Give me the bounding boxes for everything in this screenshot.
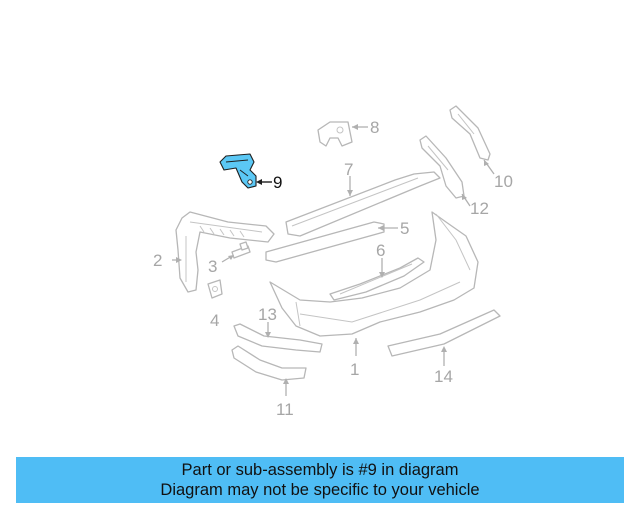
part-7-reinforcement: 7 (285, 160, 441, 237)
part-4-clip: 4 (207, 279, 223, 330)
callout-5: 5 (400, 219, 409, 238)
part-2-left-absorber: 2 (153, 211, 275, 293)
callout-3: 3 (208, 257, 217, 276)
callout-11: 11 (276, 400, 294, 419)
info-banner: Part or sub-assembly is #9 in diagram Di… (16, 457, 624, 503)
callout-13: 13 (258, 305, 277, 324)
part-10-side-bracket: 10 (449, 105, 513, 191)
callout-12: 12 (470, 199, 489, 218)
part-8-bracket: 8 (317, 118, 379, 147)
parts-diagram: 8 7 5 10 12 2 (153, 105, 513, 419)
part-6-trim-strip: 6 (329, 241, 425, 301)
callout-2: 2 (153, 251, 162, 270)
part-5-absorber: 5 (265, 219, 409, 263)
part-13-lower-molding: 13 (233, 305, 323, 353)
part-14-valance: 14 (387, 309, 501, 386)
part-1-bumper-cover: 1 (269, 211, 479, 379)
callout-14: 14 (434, 367, 453, 386)
callout-8: 8 (370, 118, 379, 137)
part-12-retainer: 12 (419, 135, 489, 218)
callout-10: 10 (494, 172, 513, 191)
banner-line-2: Diagram may not be specific to your vehi… (160, 481, 480, 499)
banner-line-1: Part or sub-assembly is #9 in diagram (181, 461, 459, 479)
callout-9: 9 (273, 173, 282, 192)
part-3-fastener: 3 (208, 241, 251, 276)
callout-7: 7 (344, 160, 353, 179)
part-11-deflector: 11 (231, 345, 307, 419)
callout-6: 6 (376, 241, 385, 260)
callout-1: 1 (350, 360, 359, 379)
callout-4: 4 (210, 311, 219, 330)
part-9-highlighted-bracket: 9 (219, 153, 282, 192)
